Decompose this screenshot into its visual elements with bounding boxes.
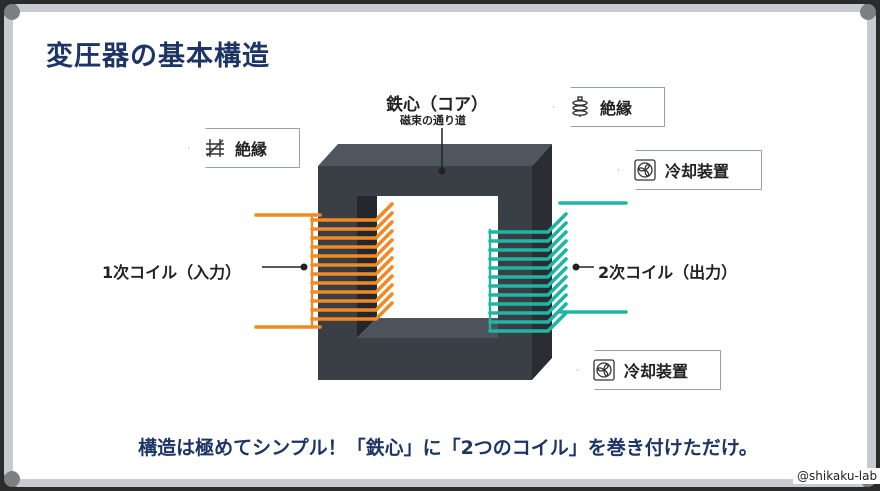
insulator-icon: [568, 95, 592, 119]
cooling-tag-top: 冷却装置: [618, 150, 762, 190]
secondary-coil: [488, 201, 628, 333]
secondary-leader-dot: [572, 263, 580, 271]
credit-watermark: @shikaku-lab: [793, 468, 880, 484]
primary-leader-dot: [300, 263, 308, 271]
page-title: 変圧器の基本構造: [46, 41, 270, 72]
insulation-label-left: 絶縁: [235, 140, 268, 159]
fan-icon: [633, 158, 657, 182]
corner-cap: [860, 4, 876, 20]
insulator-icon: [203, 136, 227, 160]
insulation-tag-right: 絶縁: [553, 87, 665, 127]
board-surface: [13, 12, 867, 479]
fan-icon: [592, 358, 616, 382]
cooling-label-top: 冷却装置: [665, 162, 730, 181]
corner-cap: [4, 4, 20, 20]
core-leader-dot: [438, 167, 446, 175]
cooling-label-bottom: 冷却装置: [624, 362, 689, 381]
primary-coil: [254, 202, 394, 329]
cooling-tag-bottom: 冷却装置: [577, 350, 721, 390]
core-title: 鉄心（コア）: [386, 95, 488, 115]
insulation-tag-left: 絶縁: [188, 128, 300, 168]
core-subtitle: 磁束の通り道: [400, 114, 466, 127]
primary-coil-label: 1次コイル（入力）: [102, 263, 242, 282]
summary-caption: 構造は極めてシンプル！「鉄心」に「2つのコイル」を巻き付けただけ。: [138, 437, 758, 459]
corner-cap: [4, 471, 20, 487]
secondary-coil-label: 2次コイル（出力）: [598, 263, 738, 282]
insulation-label-right: 絶縁: [600, 99, 633, 118]
